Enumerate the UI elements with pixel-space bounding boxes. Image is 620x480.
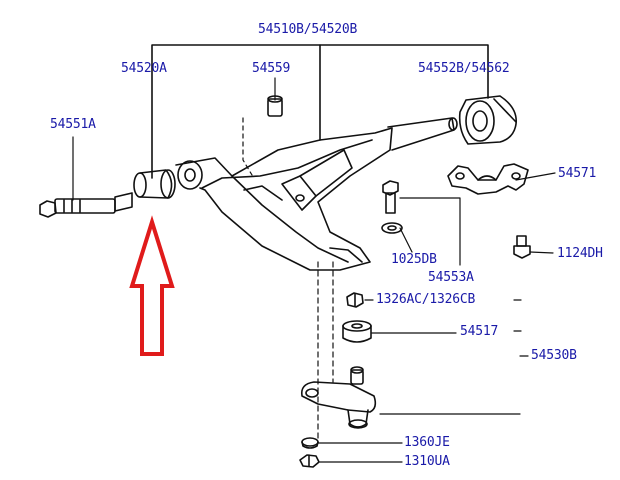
label-nut-1326: 1326AC/1326CB — [376, 292, 476, 307]
label-ball-joint: 54530B — [531, 348, 577, 363]
label-washer-1360je: 1360JE — [404, 435, 450, 450]
label-nut-1310ua: 1310UA — [404, 454, 450, 469]
lower-arm — [175, 117, 458, 271]
label-bushing-54517: 54517 — [460, 324, 499, 339]
label-bracket: 54571 — [558, 166, 597, 181]
label-bushing-front: 54520A — [121, 61, 167, 76]
label-bushing-rear: 54552B/54562 — [418, 61, 510, 76]
nut-1310ua — [299, 454, 320, 468]
label-bolt-1124dh: 1124DH — [557, 246, 603, 261]
rear-bushing — [458, 95, 517, 145]
nut-1326 — [346, 292, 364, 308]
bracket — [447, 163, 529, 195]
leader-lines — [72, 77, 556, 463]
arm-group-bracket — [151, 44, 489, 179]
label-front-bolt: 54551A — [50, 117, 96, 132]
bolt-1124dh — [513, 235, 531, 259]
washer-1360je — [301, 437, 319, 449]
label-bolt-54559: 54559 — [252, 61, 291, 76]
up-arrow-outline-icon — [129, 215, 175, 356]
label-lower-arm: 54510B/54520B — [258, 22, 358, 37]
bushing-54517 — [342, 320, 372, 343]
label-washer-1025db: 1025DB — [391, 252, 437, 267]
bolt-54559 — [267, 95, 283, 117]
front-bushing — [133, 169, 176, 199]
label-bolt-54553a: 54553A — [428, 270, 474, 285]
bolt-54553a — [381, 180, 403, 234]
front-bolt — [39, 192, 133, 218]
ball-joint — [300, 366, 377, 429]
